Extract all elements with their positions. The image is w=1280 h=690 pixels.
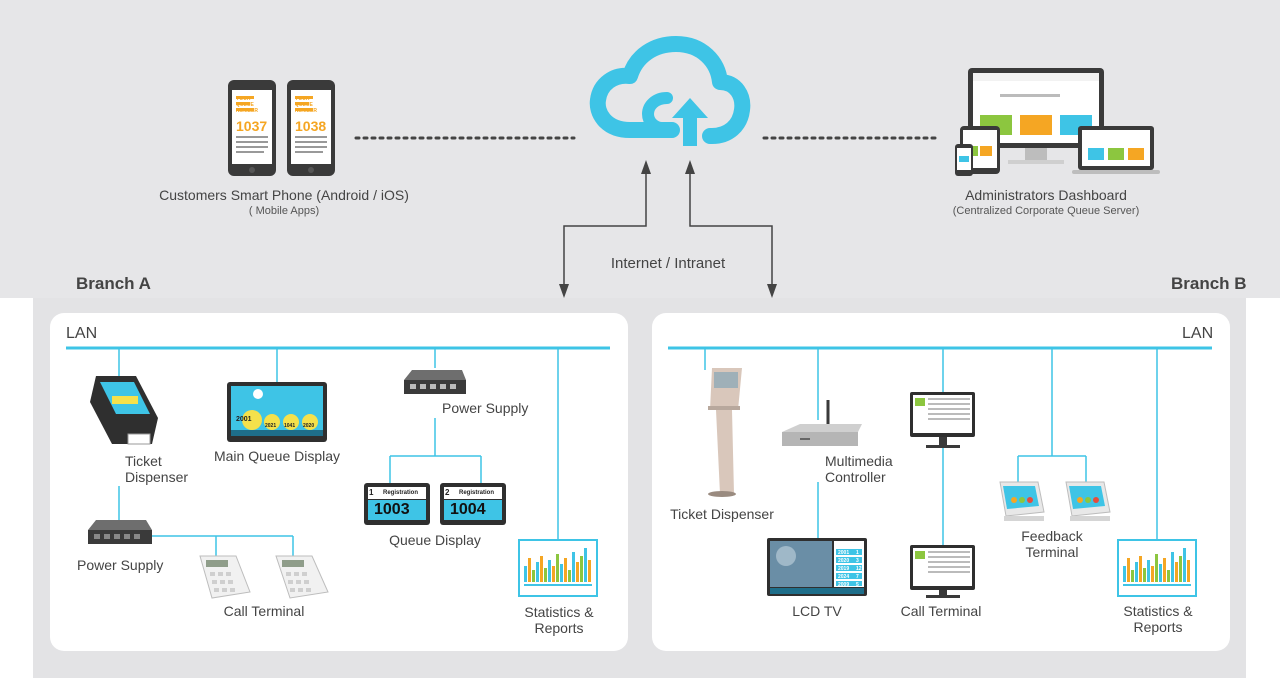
customers-sublabel: ( Mobile Apps) bbox=[248, 205, 320, 217]
stats-label-b-line1: Statistics & bbox=[1123, 603, 1193, 619]
ticket-dispenser-label-a-line1: Ticket bbox=[125, 453, 162, 469]
lcd-row-2: 2020 bbox=[838, 558, 850, 564]
call-terminal-label-b: Call Terminal bbox=[900, 603, 982, 619]
network-switch-icon bbox=[404, 370, 466, 394]
phone-1-caption: YOUR QUEUE NUMBER bbox=[236, 96, 258, 114]
call-terminal-monitor-icon bbox=[910, 392, 975, 448]
feedback-label-line2: Terminal bbox=[1025, 544, 1079, 560]
lcd-counters: 1 3 12 7 5 bbox=[856, 549, 862, 589]
queue-panel-1-counter: 1 bbox=[369, 488, 374, 497]
call-terminal-icon bbox=[199, 555, 251, 599]
call-terminal-monitor-icon bbox=[910, 545, 975, 598]
admin-label: Administrators Dashboard bbox=[965, 187, 1127, 203]
phone-2-line2: QUEUE bbox=[295, 102, 313, 108]
smartphone-icon bbox=[287, 80, 335, 176]
stats-label-a-line1: Statistics & bbox=[524, 604, 594, 620]
smartphone-icon bbox=[228, 80, 276, 176]
branch-b-panel bbox=[652, 313, 1230, 651]
queue-panel-2-title: Registration bbox=[459, 490, 495, 496]
lan-label-a: LAN bbox=[66, 325, 98, 342]
phone-1-number: 1037 bbox=[236, 118, 268, 134]
lan-label-b: LAN bbox=[1182, 325, 1214, 342]
phone-2-line1: YOUR bbox=[295, 96, 310, 102]
lcd-counter-4: 7 bbox=[856, 574, 859, 580]
main-display-number-1: 2001 bbox=[236, 416, 252, 423]
lcd-row-1: 2001 bbox=[838, 550, 850, 556]
phone-2-caption: YOUR QUEUE NUMBER bbox=[295, 96, 317, 114]
multimedia-label-line1: Multimedia bbox=[825, 453, 893, 469]
power-supply-label-bottom: Power Supply bbox=[77, 557, 164, 573]
queue-panel-1-title: Registration bbox=[383, 490, 419, 496]
multimedia-controller-icon bbox=[782, 400, 862, 446]
queue-panel-1-number: 1003 bbox=[374, 501, 410, 518]
main-queue-display-icon bbox=[227, 382, 327, 442]
queue-display-icon bbox=[364, 483, 506, 525]
network-arrows bbox=[563, 172, 773, 290]
feedback-label-line1: Feedback bbox=[1021, 528, 1083, 544]
branch-a-links bbox=[118, 348, 559, 556]
main-display-number-4: 2020 bbox=[303, 423, 315, 429]
ticket-dispenser-label-a: Ticket Dispenser bbox=[125, 453, 188, 485]
statistics-chart-icon bbox=[518, 539, 598, 597]
cloud-upload-icon bbox=[589, 36, 751, 146]
stats-label-a-line2: Reports bbox=[534, 620, 584, 636]
branch-a-panel bbox=[50, 313, 628, 651]
lcd-counter-5: 5 bbox=[856, 582, 859, 588]
network-label: Internet / Intranet bbox=[610, 255, 726, 272]
multimedia-label-line2: Controller bbox=[825, 469, 886, 485]
call-terminal-icon bbox=[275, 555, 329, 599]
main-display-number-3: 1041 bbox=[284, 423, 296, 429]
lcd-counter-1: 1 bbox=[856, 550, 859, 556]
lcd-counter-3: 12 bbox=[856, 566, 862, 572]
customers-label: Customers Smart Phone (Android / iOS) bbox=[159, 187, 409, 203]
power-supply-label-top: Power Supply bbox=[442, 400, 529, 416]
feedback-terminal-icon bbox=[999, 481, 1045, 521]
arrow-down-icon bbox=[559, 284, 569, 298]
lcd-row-3: 2019 bbox=[838, 566, 850, 572]
admin-devices-icon bbox=[955, 68, 1160, 176]
feedback-label: Feedback Terminal bbox=[1021, 528, 1082, 560]
lcd-counter-2: 3 bbox=[856, 558, 859, 564]
queue-panel-2-number: 1004 bbox=[450, 501, 486, 518]
main-queue-display-label: Main Queue Display bbox=[213, 448, 341, 464]
phone-2-line3: NUMBER bbox=[295, 108, 317, 114]
queue-display-label: Queue Display bbox=[389, 532, 481, 548]
lcd-row-4: 2024 bbox=[838, 574, 850, 580]
arrow-up-icon bbox=[685, 160, 695, 174]
lcd-row-5: 2009 bbox=[838, 582, 850, 588]
arrow-down-icon bbox=[767, 284, 777, 298]
call-terminal-label-a: Call Terminal bbox=[223, 603, 305, 619]
admin-sublabel: (Centralized Corporate Queue Server) bbox=[952, 205, 1140, 217]
kiosk-icon bbox=[708, 368, 742, 497]
main-display-number-2: 2021 bbox=[265, 423, 277, 429]
stats-label-b-line2: Reports bbox=[1133, 619, 1183, 635]
stats-label-a: Statistics & Reports bbox=[524, 604, 593, 636]
multimedia-label: Multimedia Controller bbox=[825, 453, 893, 485]
ticket-dispenser-icon bbox=[90, 376, 158, 445]
feedback-terminal-icon bbox=[1065, 481, 1111, 521]
ticket-dispenser-label-b: Ticket Dispenser bbox=[670, 506, 774, 522]
lcd-rows: 2001 2020 2019 2024 2009 bbox=[838, 549, 849, 589]
branch-b-links bbox=[704, 348, 1158, 546]
phone-1-line3: NUMBER bbox=[236, 108, 258, 114]
ticket-dispenser-label-a-line2: Dispenser bbox=[125, 469, 189, 485]
lcd-tv-label: LCD TV bbox=[792, 603, 842, 619]
branch-a-title: Branch A bbox=[76, 274, 151, 293]
queue-panel-2-counter: 2 bbox=[445, 488, 450, 497]
network-switch-icon bbox=[88, 520, 152, 544]
stats-label-b: Statistics & Reports bbox=[1123, 603, 1192, 635]
arrow-up-icon bbox=[641, 160, 651, 174]
phone-1-line2: QUEUE bbox=[236, 102, 254, 108]
lcd-tv-icon bbox=[767, 538, 867, 596]
statistics-chart-icon bbox=[1117, 539, 1197, 597]
branch-b-title: Branch B bbox=[1171, 274, 1247, 293]
phone-1-line1: YOUR bbox=[236, 96, 251, 102]
phone-2-number: 1038 bbox=[295, 118, 327, 134]
